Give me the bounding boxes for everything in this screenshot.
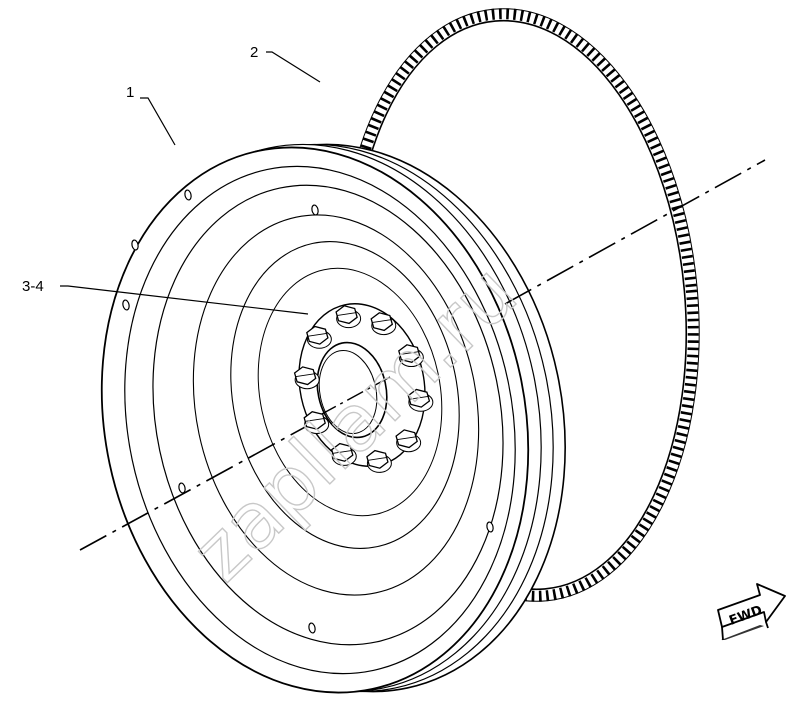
- bolt: [370, 312, 397, 336]
- bolt: [395, 429, 422, 453]
- fwd-arrow-icon: FWD: [717, 583, 786, 641]
- bolt: [398, 344, 424, 368]
- bolt: [407, 388, 434, 412]
- bolt-group: [293, 305, 434, 473]
- bolt: [335, 305, 362, 329]
- leader-lines: [60, 51, 321, 315]
- bolt: [303, 410, 330, 434]
- bolt: [306, 325, 332, 349]
- callout-2: 2: [250, 44, 258, 61]
- flywheel-mounting-holes: [122, 189, 494, 634]
- callout-3-4: 3-4: [22, 278, 44, 295]
- callout-1: 1: [126, 84, 134, 101]
- bolt: [366, 449, 392, 473]
- bolt: [293, 366, 320, 390]
- hub: [298, 303, 426, 467]
- bolt: [330, 442, 357, 466]
